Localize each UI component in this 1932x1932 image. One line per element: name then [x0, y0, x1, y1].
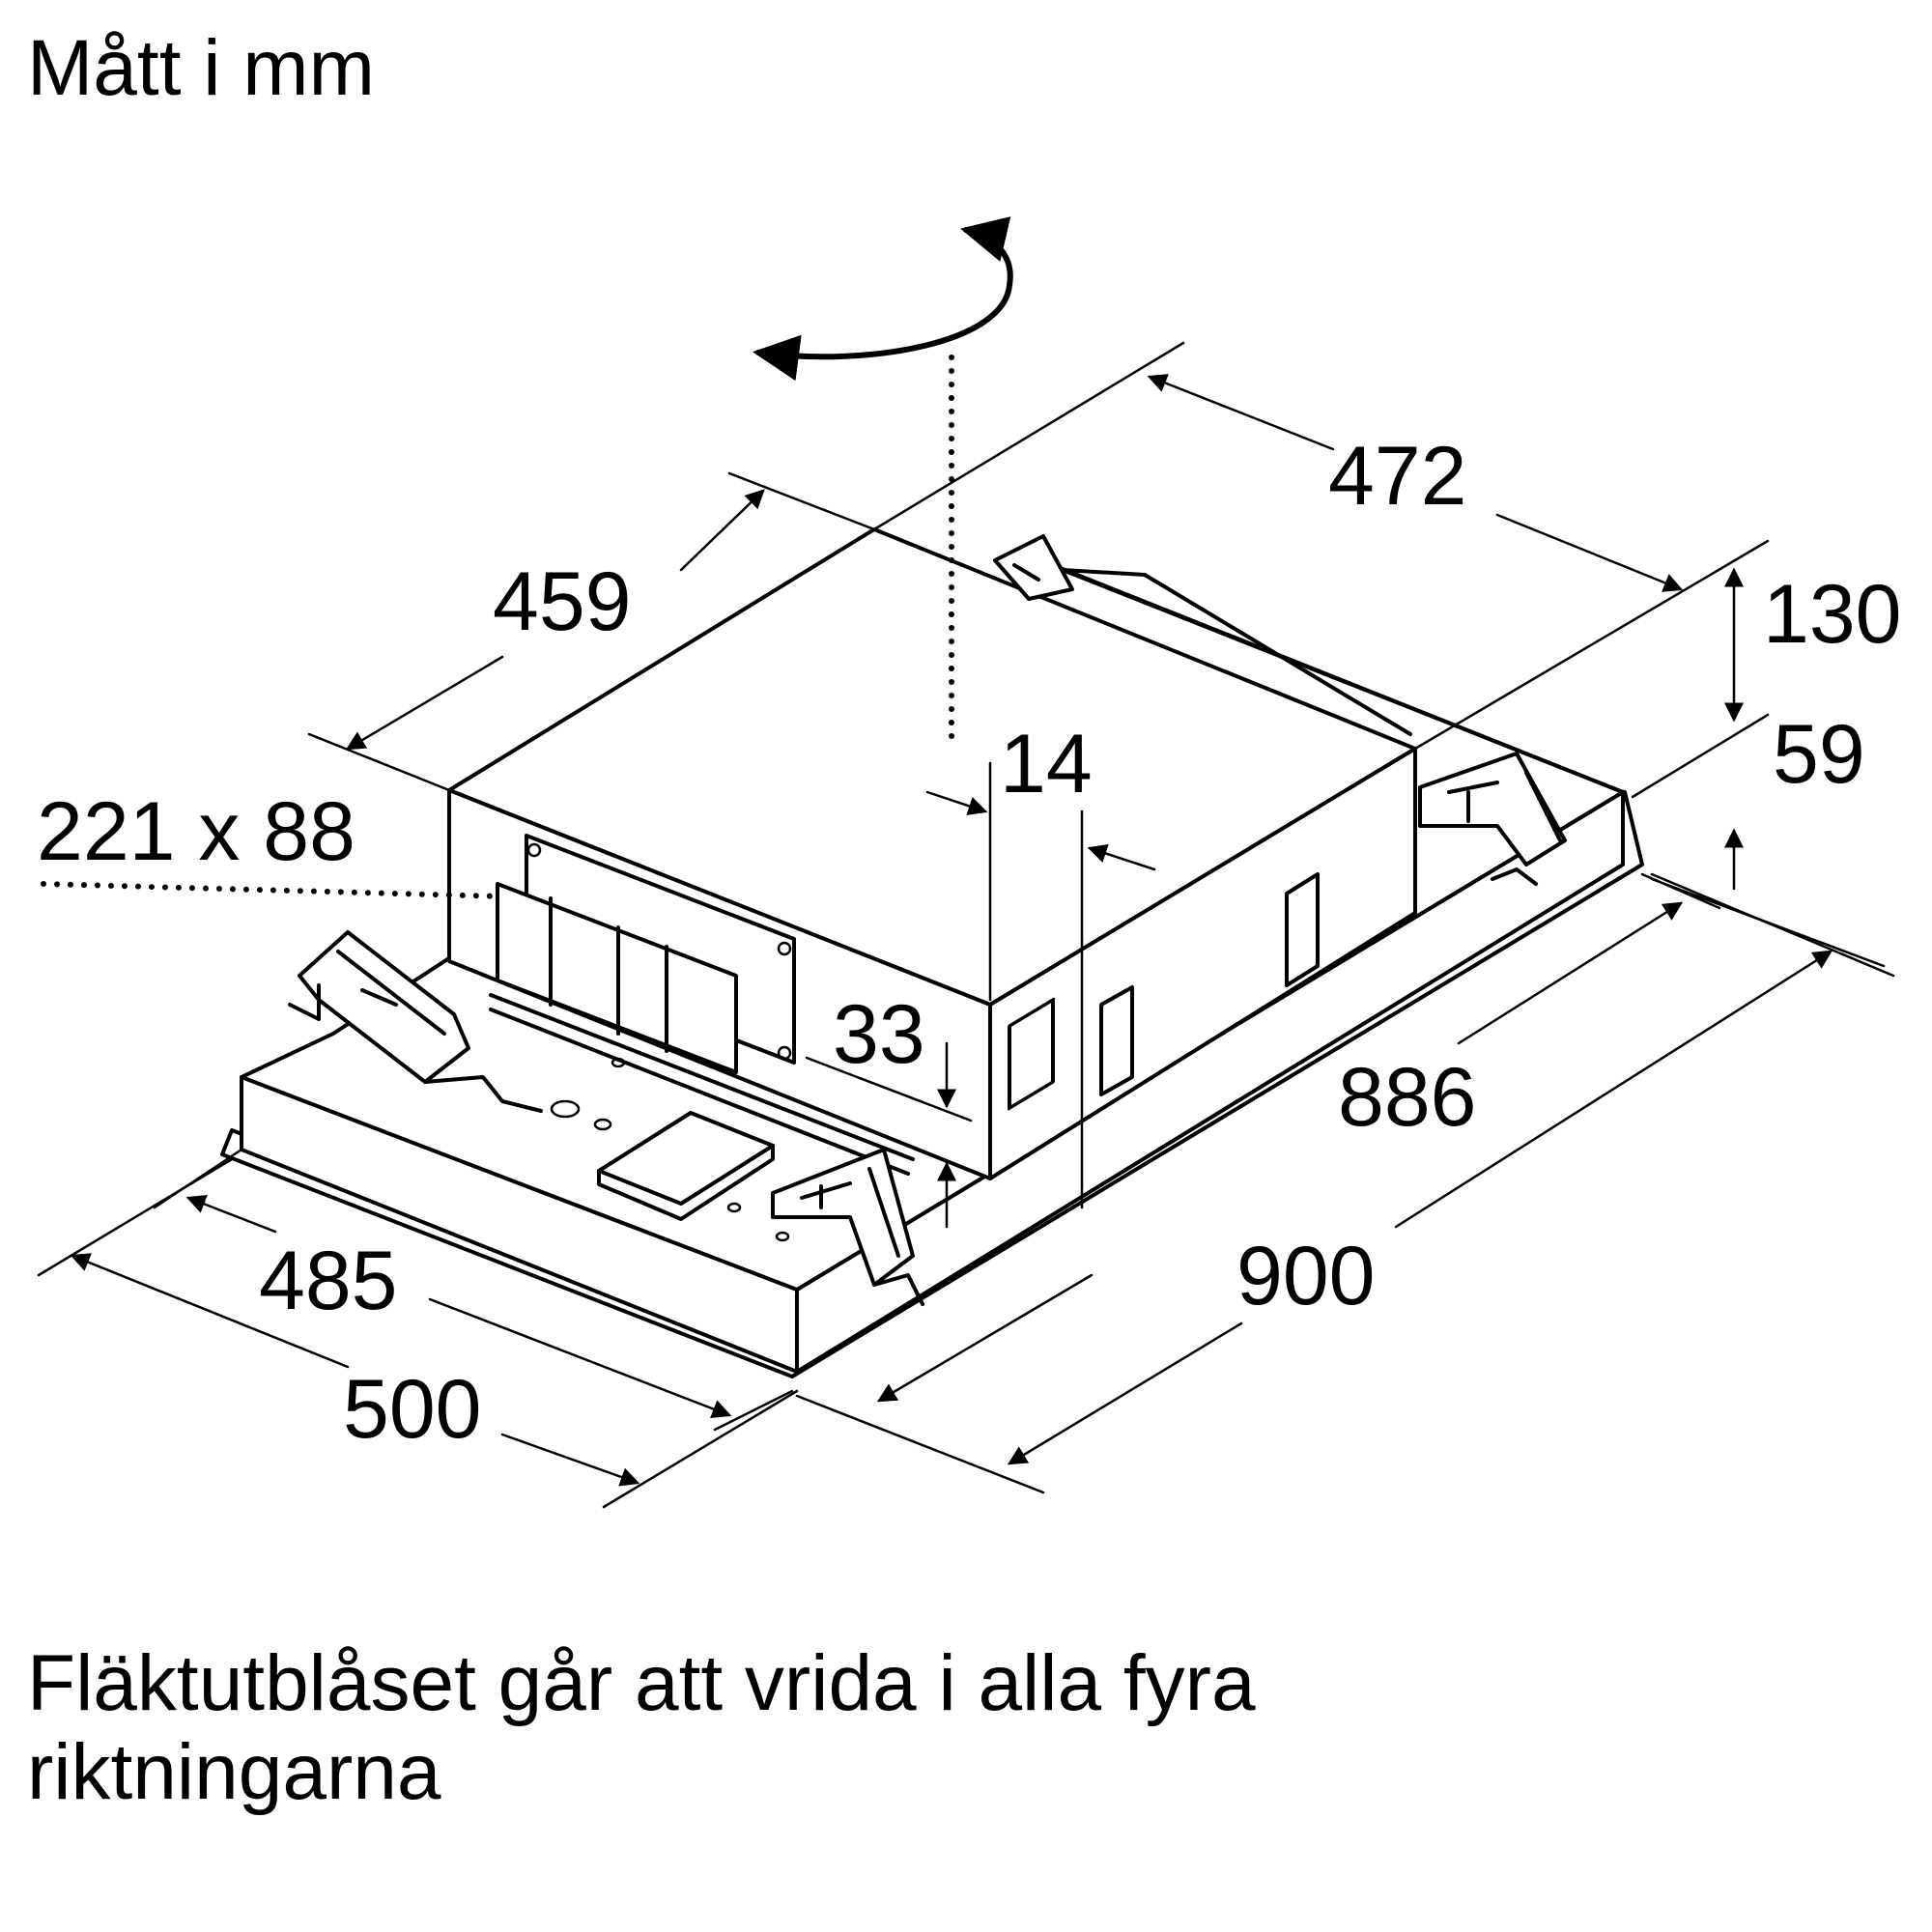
dim-33: 33 [833, 988, 925, 1081]
dim-472: 472 [1328, 430, 1467, 523]
flange-screw-2 [777, 941, 792, 956]
bracket-rear-right [1418, 752, 1567, 886]
mount-hole-5 [775, 1231, 790, 1242]
housing-right [988, 747, 1417, 1180]
dim-500: 500 [343, 1363, 482, 1456]
dim-459: 459 [493, 555, 632, 648]
dim-221x88: 221 x 88 [37, 785, 355, 878]
hood-drawing [220, 527, 1644, 1378]
housing-window-1 [1008, 997, 1055, 1111]
dim-485: 485 [259, 1235, 398, 1327]
caption-line-2: riktningarna [27, 1728, 441, 1816]
dim-900: 900 [1236, 1230, 1376, 1322]
mount-hole-4 [726, 1202, 742, 1213]
flange-screw-3 [777, 1045, 792, 1061]
control-panel-edge [597, 1144, 775, 1221]
dim-59: 59 [1773, 708, 1865, 801]
mount-hole-2 [593, 1118, 612, 1131]
dim-130: 130 [1763, 568, 1902, 661]
housing-slot-1 [1099, 985, 1134, 1096]
flange-screw-1 [526, 842, 542, 858]
outlet-vanes [549, 896, 668, 1053]
caption-line-1: Fläktutblåset går att vrida i alla fyra [27, 1639, 1256, 1727]
dim-14: 14 [1000, 718, 1093, 810]
housing-slot-2 [1285, 872, 1320, 987]
page-title: Mått i mm [27, 24, 375, 112]
mount-hole-1 [550, 1099, 581, 1119]
dimension-lines [37, 341, 1895, 1509]
bracket-front-left [288, 930, 543, 1113]
dim-886: 886 [1338, 1051, 1477, 1144]
bracket-rear-left [993, 534, 1074, 601]
bracket-front-right [771, 1148, 924, 1306]
mount-hole-3 [611, 1057, 626, 1068]
rotation-arrow-icon [753, 216, 1013, 742]
rear-edge [1061, 568, 1625, 794]
rear-strip [1061, 568, 1412, 736]
outlet-strip [489, 993, 915, 1176]
